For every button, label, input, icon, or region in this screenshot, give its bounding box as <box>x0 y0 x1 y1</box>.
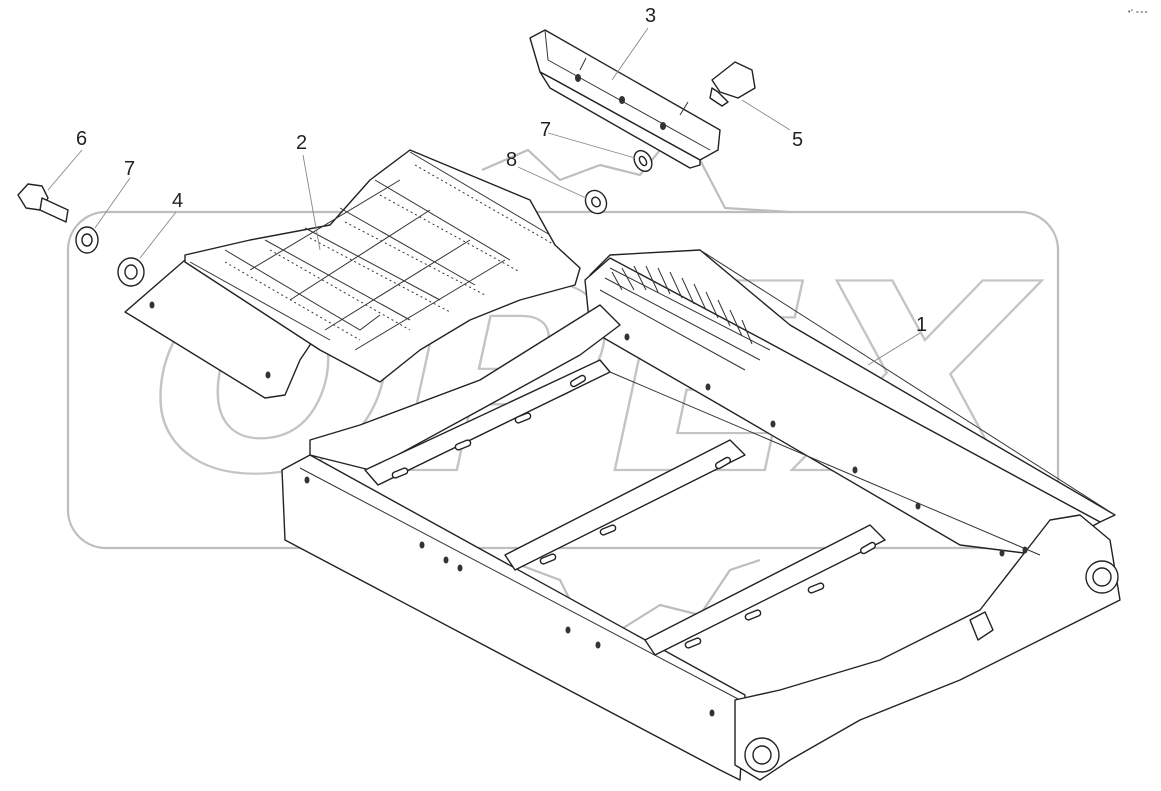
leader-lines <box>47 27 921 366</box>
part-7-washer-right <box>633 149 653 173</box>
grate-ribs <box>189 151 556 351</box>
callout-labels: 1 2 3 4 5 6 7 7 8 <box>76 5 927 336</box>
watermark-frame <box>66 210 1060 550</box>
part-2-concave-grate <box>124 149 581 399</box>
callout-5: 5 <box>792 129 803 151</box>
callout-1: 1 <box>916 314 927 336</box>
callout-7-right: 7 <box>540 119 551 141</box>
callout-4: 4 <box>172 190 183 212</box>
crossbar-slots <box>391 374 877 649</box>
part-3-clamp-plate <box>529 29 721 169</box>
part-1-main-frame <box>281 249 1121 781</box>
part-7-washer-left <box>75 226 99 254</box>
frame-holes <box>304 333 1028 717</box>
part-5-bolt <box>709 61 756 107</box>
corner-mark: •° ∘∘∘ <box>1128 8 1148 16</box>
grate-slots <box>599 265 771 371</box>
callout-8: 8 <box>506 149 517 171</box>
callout-7-left: 7 <box>124 158 135 180</box>
part-8-washer <box>584 189 608 215</box>
callout-3: 3 <box>645 5 656 27</box>
part-6-bolt <box>17 183 69 223</box>
callout-2: 2 <box>296 132 307 154</box>
callout-6: 6 <box>76 128 87 150</box>
part-4-washer <box>117 257 145 287</box>
